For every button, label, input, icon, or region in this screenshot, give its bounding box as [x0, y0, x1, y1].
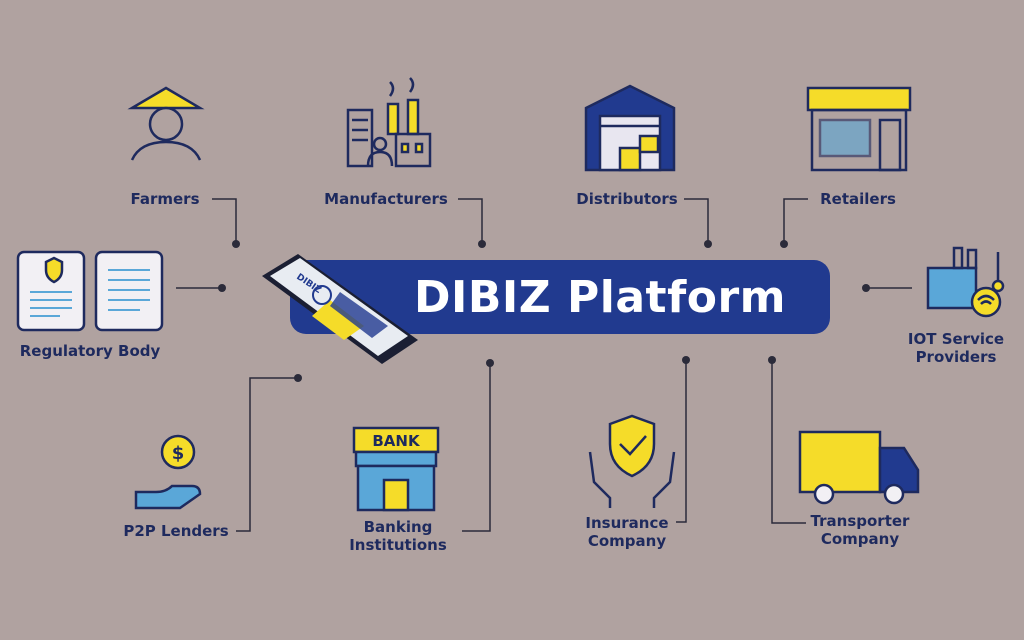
dot-manufacturers: [478, 240, 486, 248]
dot-insurance: [682, 356, 690, 364]
connector-farmers: [212, 198, 237, 244]
dot-regulatory: [218, 284, 226, 292]
label-retailers: Retailers: [820, 190, 896, 208]
bank-sign: BANK: [372, 432, 421, 450]
hand-coin-icon: $: [134, 434, 202, 510]
connector-banking: [462, 363, 491, 532]
label-farmers: Farmers: [130, 190, 200, 208]
dot-retailers: [780, 240, 788, 248]
dot-banking: [486, 359, 494, 367]
dot-iot: [862, 284, 870, 292]
platform-banner: [290, 260, 830, 334]
warehouse-icon: [584, 84, 676, 172]
connector-transporter: [771, 360, 806, 524]
label-distributors: Distributors: [576, 190, 678, 208]
shield-hands-icon: [588, 414, 676, 508]
phone-icon: DIBIZ: [262, 254, 418, 364]
connector-dots: [218, 240, 870, 382]
label-regulatory-body: Regulatory Body: [19, 342, 161, 360]
connector-manufacturers: [458, 198, 483, 244]
dot-p2p: [294, 374, 302, 382]
shop-icon: [806, 86, 912, 172]
connectors: [176, 198, 912, 532]
bank-icon: BANK: [352, 426, 440, 512]
iot-icon: [926, 246, 1005, 318]
dot-farmers: [232, 240, 240, 248]
label-manufacturers: Manufacturers: [324, 190, 448, 208]
document-icon: [16, 250, 164, 332]
label-p2p-lenders: P2P Lenders: [123, 522, 229, 540]
connector-p2p: [236, 377, 298, 532]
dot-distributors: [704, 240, 712, 248]
connector-retailers: [783, 198, 808, 244]
connector-insurance: [676, 360, 687, 523]
dot-transporter: [768, 356, 776, 364]
factory-icon: [346, 77, 432, 168]
dollar-symbol: $: [172, 443, 185, 464]
truck-icon: [798, 430, 920, 505]
platform-title: DIBIZ Platform: [414, 271, 786, 323]
connector-distributors: [684, 198, 709, 244]
farmer-icon: [127, 86, 205, 161]
